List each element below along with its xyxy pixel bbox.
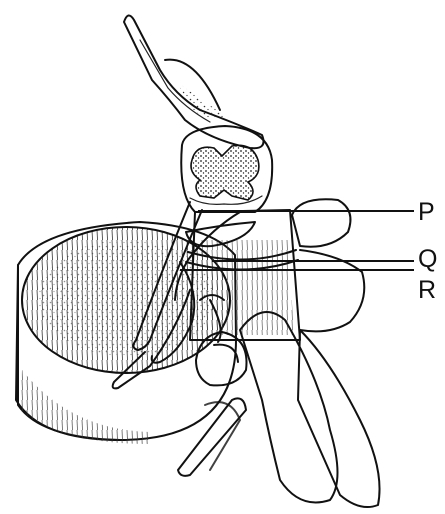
label-R: R (418, 276, 436, 304)
articular-process (292, 199, 364, 331)
label-P: P (418, 198, 435, 226)
label-Q: Q (418, 245, 437, 273)
spinal-cord (181, 126, 272, 212)
